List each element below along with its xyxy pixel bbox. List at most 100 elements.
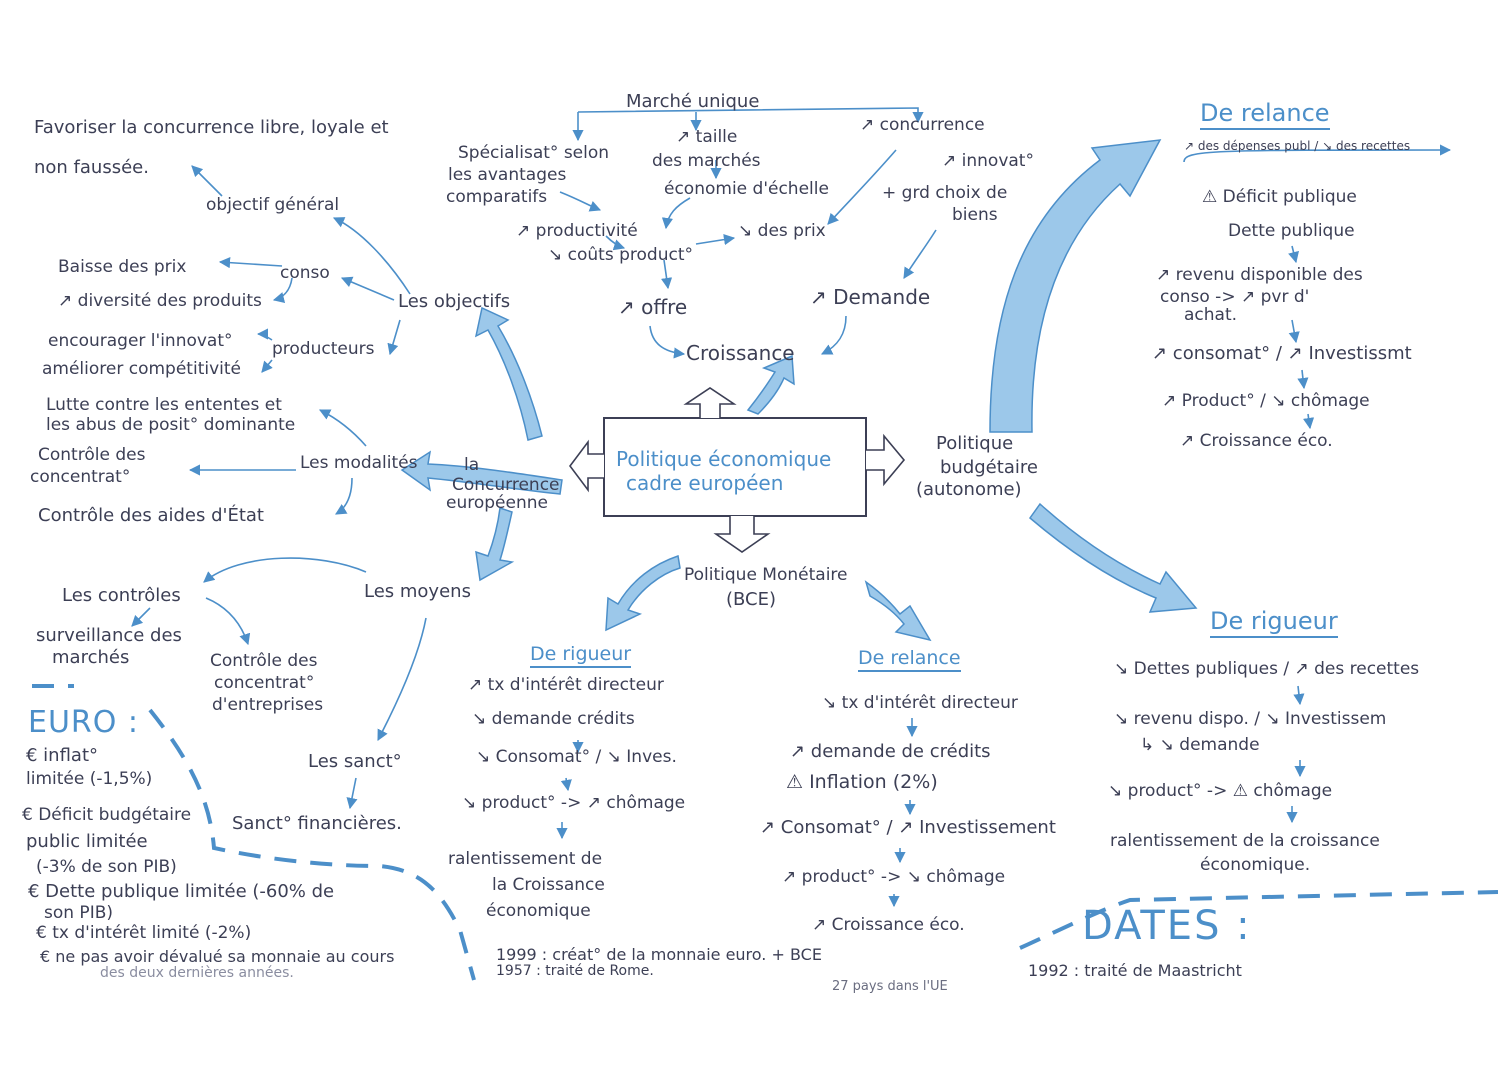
monetaire-relance-line: ↗ demande de crédits xyxy=(790,741,991,762)
modalites-label: Les modalités xyxy=(300,453,418,473)
diversite-label: ↗ diversité des produits xyxy=(58,291,262,311)
controles-label: Les contrôles xyxy=(62,585,181,606)
budget-rigueur-line: économique. xyxy=(1200,855,1311,875)
budget-rigueur-line: ↘ product° -> ⚠ chômage xyxy=(1108,781,1333,801)
budget-rigueur-title: De rigueur xyxy=(1210,608,1338,638)
euro-item: son PIB) xyxy=(44,903,113,923)
budget-relance-line: ↗ Product° / ↘ chômage xyxy=(1162,391,1370,411)
monetaire-rigueur-line: ↘ demande crédits xyxy=(472,709,635,729)
budget-rigueur-line: ↘ Dettes publiques / ↗ des recettes xyxy=(1114,659,1420,679)
budgetaire-title-line2: budgétaire xyxy=(940,457,1038,478)
sanctions-label: Les sanct° xyxy=(308,751,402,772)
euro-item: limitée (-1,5%) xyxy=(26,769,153,789)
center-title-line1: Politique économique xyxy=(616,447,832,471)
monetaire-rigueur-line: ralentissement de xyxy=(448,849,603,869)
euro-item: € ne pas avoir dévalué sa monnaie au cou… xyxy=(40,947,395,966)
monetaire-relance-line: ⚠ Inflation (2%) xyxy=(786,771,938,793)
favoriser-line2: non faussée. xyxy=(34,157,149,178)
surveillance-line1: surveillance des xyxy=(36,625,182,646)
demande-label: ↗ Demande xyxy=(810,285,931,309)
aides-etat-label: Contrôle des aides d'État xyxy=(38,505,264,526)
budget-rigueur-line: ralentissement de la croissance xyxy=(1110,831,1380,851)
euro-item: € Dette publique limitée (-60% de xyxy=(28,881,335,902)
concurrence-eu-line3: européenne xyxy=(446,493,548,513)
monetaire-title-line1: Politique Monétaire xyxy=(684,565,848,585)
blue-arrow-to-croissance xyxy=(746,354,795,415)
specialisation-line1: Spécialisat° selon xyxy=(458,143,610,163)
date-item: 1957 : traité de Rome. xyxy=(496,963,654,979)
euro-item: € Déficit budgétaire xyxy=(22,805,192,825)
blue-arrow-to-monetaire-rigueur xyxy=(605,555,681,632)
taille-line2: des marchés xyxy=(652,151,761,171)
controle-entreprises-line3: d'entreprises xyxy=(212,695,324,715)
budget-relance-line: ⚠ Déficit publique xyxy=(1202,187,1357,207)
budget-relance-line: ↗ Croissance éco. xyxy=(1180,431,1333,451)
center-arrow-down xyxy=(713,516,771,553)
budget-relance-title: De relance xyxy=(1200,100,1330,130)
monetaire-relance-line: ↗ Croissance éco. xyxy=(812,915,965,935)
productivite-label: ↗ productivité xyxy=(516,221,638,241)
monetaire-relance-title: De relance xyxy=(858,647,961,673)
prix-label: ↘ des prix xyxy=(738,221,826,241)
controle-concentrat-line2: concentrat° xyxy=(30,467,131,487)
ententes-line2: les abus de posit° dominante xyxy=(46,415,296,435)
date-item: 1999 : créat° de la monnaie euro. + BCE xyxy=(496,945,822,964)
innovation-label: ↗ innovat° xyxy=(942,151,1034,171)
euro-item: public limitée xyxy=(26,831,148,852)
center-arrow-left xyxy=(569,439,604,493)
monetaire-title-line2: (BCE) xyxy=(726,589,777,610)
concurrence-eu-line1: la xyxy=(464,455,480,475)
monetaire-rigueur-line: ↘ product° -> ↗ chômage xyxy=(462,793,686,813)
conso-label: conso xyxy=(280,263,330,283)
budget-rigueur-line: ↳ ↘ demande xyxy=(1140,735,1260,755)
competitivite-label: améliorer compétitivité xyxy=(42,359,241,379)
blue-arrow-to-budget-rigueur xyxy=(1028,502,1198,613)
date-item: 27 pays dans l'UE xyxy=(832,979,948,994)
center-arrow-right xyxy=(866,433,906,487)
innovat-label: encourager l'innovat° xyxy=(48,331,233,351)
monetaire-relance-line: ↗ Consomat° / ↗ Investissement xyxy=(760,817,1056,838)
blue-arrow-to-objectifs xyxy=(474,306,543,441)
blue-arrow-to-budget-relance xyxy=(989,139,1162,433)
euro-item: (-3% de son PIB) xyxy=(36,857,177,877)
blue-arrow-to-monetaire-relance xyxy=(864,580,932,642)
specialisation-line2: les avantages xyxy=(448,165,567,185)
monetaire-rigueur-line: la Croissance xyxy=(492,875,605,895)
euro-item: € inflat° xyxy=(26,745,99,766)
economie-echelle: économie d'échelle xyxy=(664,179,829,199)
objectif-general-label: objectif général xyxy=(206,195,340,215)
sanctions-fin-label: Sanct° financières. xyxy=(232,813,402,834)
budget-relance-note: ↗ des dépenses publ / ↘ des recettes xyxy=(1184,139,1411,153)
budget-relance-line: Dette publique xyxy=(1228,221,1355,241)
choix-line1: + grd choix de xyxy=(882,183,1008,203)
croissance-label: Croissance xyxy=(686,341,795,365)
budgetaire-title-line3: (autonome) xyxy=(916,479,1022,500)
moyens-label: Les moyens xyxy=(364,581,471,602)
specialisation-line3: comparatifs xyxy=(446,187,548,207)
budgetaire-title-line1: Politique xyxy=(936,433,1014,454)
monetaire-relance-line: ↗ product° -> ↘ chômage xyxy=(782,867,1006,887)
concurrence-label: ↗ concurrence xyxy=(860,115,985,135)
baisse-prix-label: Baisse des prix xyxy=(58,257,187,277)
taille-line1: ↗ taille xyxy=(676,127,738,147)
producteurs-label: producteurs xyxy=(272,339,375,359)
monetaire-rigueur-line: ↗ tx d'intérêt directeur xyxy=(468,675,664,695)
couts-label: ↘ coûts product° xyxy=(548,245,693,265)
concurrence-eu-line2: Concurrence xyxy=(452,475,560,495)
monetaire-relance-line: ↘ tx d'intérêt directeur xyxy=(822,693,1018,713)
surveillance-line2: marchés xyxy=(52,647,130,668)
controle-entreprises-line1: Contrôle des xyxy=(210,651,318,671)
blue-arrow-to-moyens xyxy=(475,506,515,582)
offre-label: ↗ offre xyxy=(618,295,688,319)
objectifs-label: Les objectifs xyxy=(398,291,511,312)
controle-concentrat-line1: Contrôle des xyxy=(38,445,146,465)
budget-relance-line: achat. xyxy=(1184,305,1238,325)
monetaire-rigueur-line: ↘ Consomat° / ↘ Inves. xyxy=(476,747,677,767)
choix-line2: biens xyxy=(952,205,998,225)
dates-title: DATES : xyxy=(1082,903,1252,949)
budget-relance-line: conso -> ↗ pvr d' xyxy=(1160,287,1310,307)
marche-unique-title: Marché unique xyxy=(626,91,760,112)
center-title-line2: cadre européen xyxy=(626,471,784,495)
